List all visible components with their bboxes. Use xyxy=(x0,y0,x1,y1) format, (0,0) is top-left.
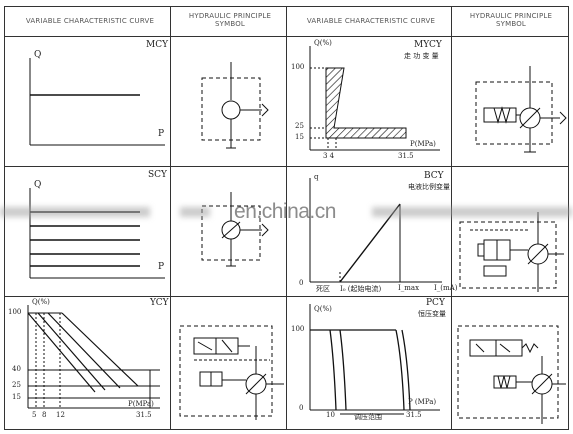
scy-y-axis-label: Q xyxy=(34,180,42,190)
bcy-y-axis-label: q xyxy=(314,173,319,181)
ycy-code: YCY xyxy=(150,298,169,308)
pcy-y-tick-100: 100 xyxy=(291,325,305,333)
mycy-y-tick-100: 100 xyxy=(291,63,305,71)
ycy-y-tick-40: 40 xyxy=(12,365,21,373)
ycy-y-tick-25: 25 xyxy=(12,381,21,389)
ycy-y-tick-100: 100 xyxy=(8,308,22,316)
pcy-x-tick-10: 10 xyxy=(326,411,335,419)
header-left-curve: VARIABLE CHARACTERISTIC CURVE xyxy=(25,17,155,25)
header-right-symbol: HYDRAULIC PRINCIPLE SYMBOL xyxy=(469,12,553,28)
mycy-y-tick-25: 25 xyxy=(295,122,304,130)
header-left-symbol: HYDRAULIC PRINCIPLE SYMBOL xyxy=(188,12,272,28)
pcy-x-tick-31-5: 31.5 xyxy=(406,411,422,419)
mycy-subtitle: 走 功 变 量 xyxy=(404,52,439,60)
ycy-x-tick-8: 8 xyxy=(42,411,47,419)
mycy-x-tick-31-5: 31.5 xyxy=(398,152,414,160)
ycy-x-tick-31-5: 31.5 xyxy=(136,411,152,419)
bcy-subtitle: 电液比例变量 xyxy=(408,183,450,191)
pcy-pressure-range: 调压范围 xyxy=(354,413,382,421)
mycy-y-axis-label: Q(%) xyxy=(314,39,332,47)
mycy-x-tick-3-4: 3 4 xyxy=(323,152,335,160)
scy-code: SCY xyxy=(148,170,167,180)
pcy-zero: 0 xyxy=(299,404,304,412)
ycy-y-tick-15: 15 xyxy=(12,393,21,401)
bcy-dead-zone: 死区 xyxy=(316,285,330,293)
bcy-code: BCY xyxy=(424,171,444,181)
pcy-code: PCY xyxy=(426,298,445,308)
scy-x-axis-label: P xyxy=(158,262,165,272)
pcy-y-axis-label: Q(%) xyxy=(314,305,332,313)
ycy-x-axis-label: P(MPa) xyxy=(128,400,154,408)
mcy-x-axis-label: P xyxy=(158,129,165,139)
bcy-imax: I_max xyxy=(398,284,420,292)
mcy-code: MCY xyxy=(146,40,169,50)
ycy-x-tick-5: 5 xyxy=(32,411,37,419)
header-right-curve: VARIABLE CHARACTERISTIC CURVE xyxy=(306,17,436,25)
bcy-x-axis-label: I_(mA) xyxy=(434,284,458,292)
bcy-zero: 0 xyxy=(299,279,304,287)
pcy-subtitle: 恒压变量 xyxy=(418,310,446,318)
ycy-x-tick-12: 12 xyxy=(56,411,65,419)
bcy-start-current: I₀ (起始电流) xyxy=(340,285,382,293)
mcy-y-axis-label: Q xyxy=(34,50,42,60)
mycy-x-axis-label: P(MPa) xyxy=(410,140,436,148)
pcy-x-axis-label: P (MPa) xyxy=(408,398,437,406)
ycy-y-axis-label: Q(%) xyxy=(32,298,50,306)
mycy-y-tick-15: 15 xyxy=(295,133,304,141)
mycy-code: MYCY xyxy=(414,40,442,50)
